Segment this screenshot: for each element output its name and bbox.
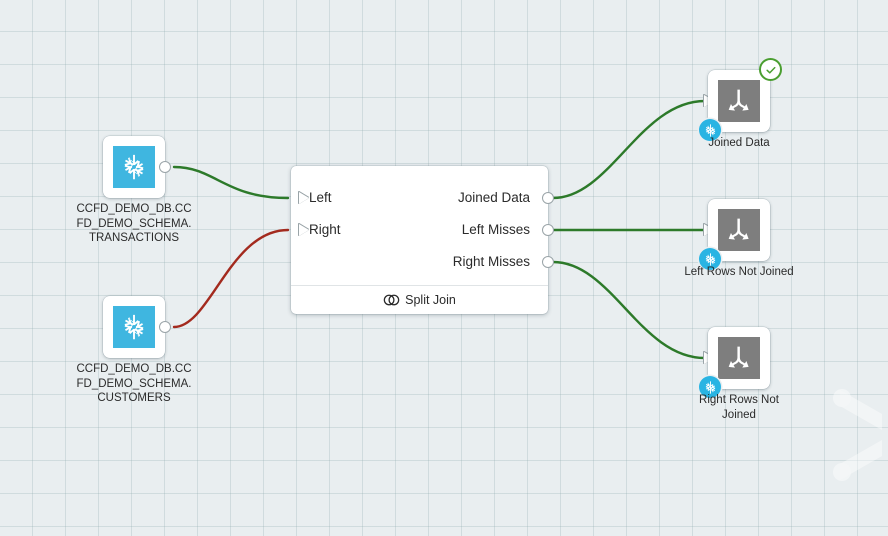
transform-footer[interactable]: Split Join <box>291 285 548 314</box>
output-label-joined-data: Joined Data <box>457 190 530 205</box>
output-dot-right-misses[interactable] <box>542 256 554 268</box>
source-node-customers[interactable]: CCFD_DEMO_DB.CCFD_DEMO_SCHEMA.CUSTOMERS <box>76 296 192 404</box>
target-label-joined-data: Joined Data <box>708 137 770 149</box>
snowflake-badge-icon <box>699 376 721 398</box>
source-label-transactions: CCFD_DEMO_DB.CCFD_DEMO_SCHEMA.TRANSACTIO… <box>76 203 192 244</box>
source-node-transactions[interactable]: CCFD_DEMO_DB.CCFD_DEMO_SCHEMA.TRANSACTIO… <box>76 136 192 244</box>
target-card[interactable] <box>699 199 770 270</box>
target-label-left-rows-not-joined: Left Rows Not Joined <box>684 266 794 278</box>
input-arrow-left-icon <box>299 192 309 204</box>
success-check-icon <box>759 58 782 81</box>
output-port-right-misses[interactable]: Right Misses <box>452 254 554 270</box>
snowflake-icon <box>113 306 155 348</box>
snowflake-icon <box>113 146 155 188</box>
output-port-left-misses[interactable]: Left Misses <box>461 222 554 238</box>
output-port-transactions[interactable] <box>159 161 171 173</box>
snowflake-badge-icon <box>699 119 721 141</box>
split-arrow-icon <box>718 209 760 251</box>
split-arrow-icon <box>718 337 760 379</box>
input-label-right: Right <box>309 222 341 237</box>
output-dot-left-misses[interactable] <box>542 224 554 236</box>
target-card[interactable] <box>699 58 782 141</box>
input-port-left[interactable]: Left <box>299 190 332 206</box>
target-node-right-rows-not-joined[interactable]: Right Rows Not Joined <box>699 327 779 421</box>
target-node-joined-data[interactable]: Joined Data <box>699 58 782 149</box>
edge-transactions-to-left <box>172 165 290 200</box>
target-card[interactable] <box>699 327 770 398</box>
snowflake-badge-icon <box>699 248 721 270</box>
transform-body: Left Right Joined Data Left Misses Right… <box>291 166 554 285</box>
source-label-customers: CCFD_DEMO_DB.CCFD_DEMO_SCHEMA.CUSTOMERS <box>76 363 192 404</box>
target-label-right-rows-not-joined: Right Rows Not Joined <box>699 394 779 421</box>
transform-title: Split Join <box>405 293 456 307</box>
input-label-left: Left <box>309 190 332 205</box>
source-card[interactable] <box>103 136 171 198</box>
chevron-watermark-icon <box>833 389 882 481</box>
output-label-right-misses: Right Misses <box>452 254 530 269</box>
input-arrow-right-icon <box>299 224 309 236</box>
output-dot-joined-data[interactable] <box>542 192 554 204</box>
input-port-right[interactable]: Right <box>299 222 341 238</box>
source-card[interactable] <box>103 296 171 358</box>
output-port-joined-data[interactable]: Joined Data <box>457 190 554 206</box>
output-label-left-misses: Left Misses <box>461 222 530 237</box>
venn-join-icon <box>383 294 400 306</box>
transform-node-split-join[interactable]: Left Right Joined Data Left Misses Right… <box>291 166 554 314</box>
target-node-left-rows-not-joined[interactable]: Left Rows Not Joined <box>684 199 794 278</box>
split-arrow-icon <box>718 80 760 122</box>
output-port-customers[interactable] <box>159 321 171 333</box>
